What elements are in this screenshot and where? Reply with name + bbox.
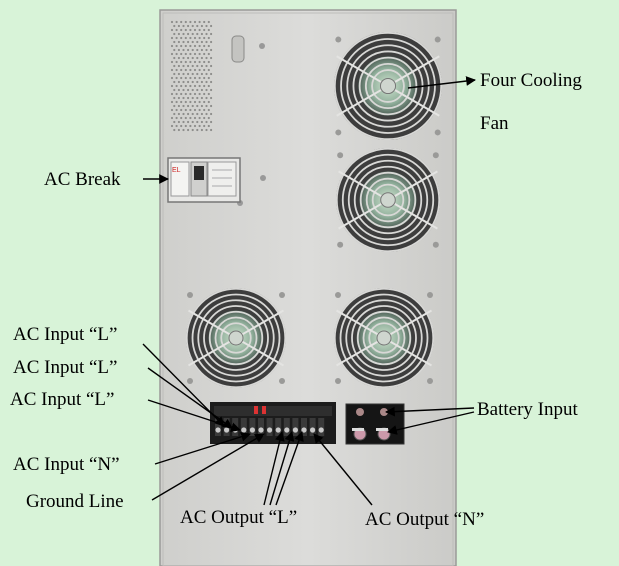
cooling-fan [185,287,287,389]
ventilation-grille [170,20,213,132]
cooling-fan [333,287,435,389]
battery-terminal [345,403,405,445]
arrow-ac-output-l-3 [275,431,304,506]
cooling-fans [185,31,443,389]
callout-arrows [142,76,476,506]
arrow-ac-output-l-2 [269,431,295,506]
label-ac-break: AC Break [44,169,121,190]
cooling-fan [335,147,441,253]
label-ac-input-l-3: AC Input “L” [10,389,115,410]
arrow-ac-input-l-3 [147,399,241,432]
arrow-ac-input-n [154,431,251,465]
arrow-ac-output-n [313,433,373,506]
arrow-fan [407,76,476,89]
arrow-battery-1 [385,406,475,417]
arrow-ground-line [151,433,265,501]
panel-screw [259,43,265,49]
arrow-ac-output-l-1 [263,431,285,506]
label-battery-input: Battery Input [477,399,578,420]
label-ac-output-n: AC Output “N” [365,509,485,530]
arrow-ac-input-l-2 [147,367,233,429]
panel-screw [260,175,266,181]
breaker-brand-text: EL [172,167,181,174]
label-fan: Fan [480,113,509,134]
label-ac-input-n: AC Input “N” [13,454,120,475]
label-ac-input-l-2: AC Input “L” [13,357,118,378]
label-ac-output-l: AC Output “L” [180,507,298,528]
ac-breaker: EL [167,157,241,203]
arrow-battery-2 [387,411,475,435]
label-ac-input-l-1: AC Input “L” [13,324,118,345]
label-ground-line: Ground Line [26,491,124,512]
label-four-cooling: Four Cooling [480,70,582,91]
panel-slot [231,35,245,63]
